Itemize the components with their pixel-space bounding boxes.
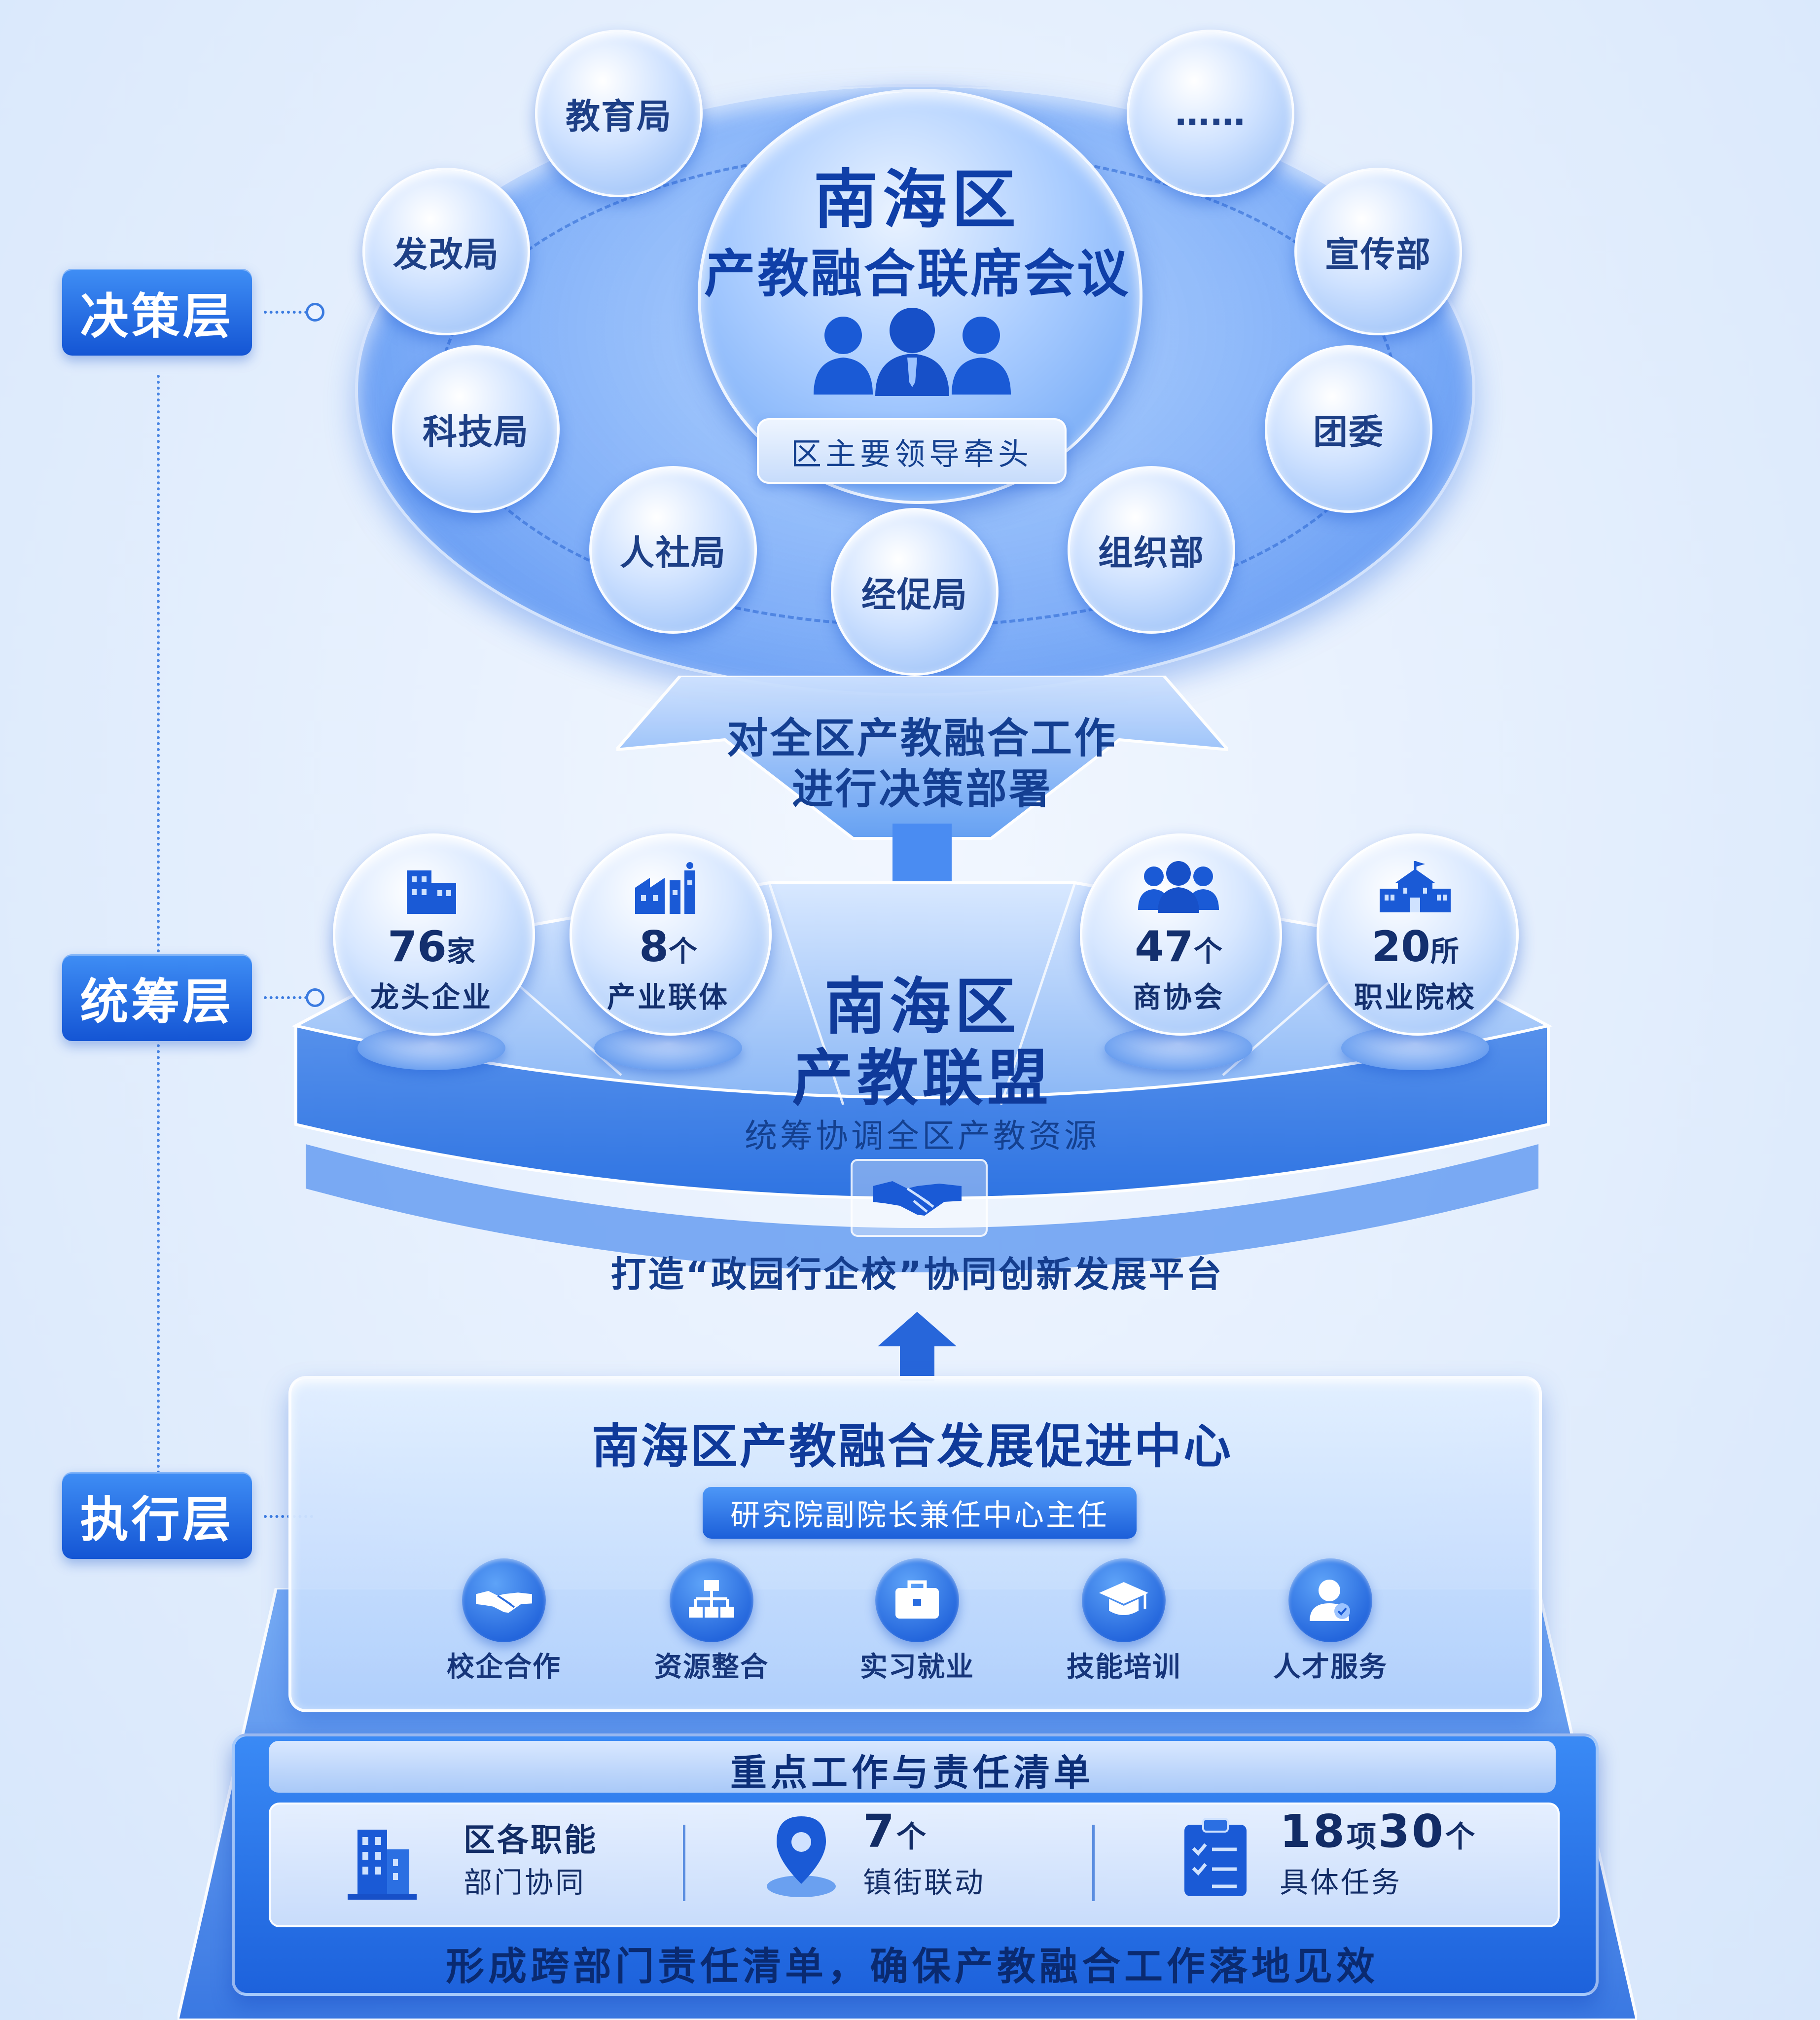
handshake-icon [476,1591,532,1613]
connector-ring [306,988,324,1007]
duty-title-strip [269,1741,1556,1793]
stat-schools-label: 职业院校 [1354,980,1476,1014]
duty-towns-number: 7个 [863,1805,928,1858]
duty-separator [683,1825,685,1901]
building-icon [407,870,456,914]
execution-center-title: 南海区产教融合发展促进中心 [592,1419,1233,1474]
user-service-icon [1310,1580,1350,1621]
func-label-school-enterprise: 校企合作 [447,1651,561,1683]
stat-bubble-industry-clusters [570,833,772,1036]
duty-tasks-number: 18项30个 [1280,1805,1477,1858]
func-icon-resource-integration [670,1558,753,1642]
duty-list-title: 重点工作与责任清单 [730,1752,1094,1794]
alliance-title-line1: 南海区 [824,972,1020,1043]
func-label-skill-training: 技能培训 [1067,1651,1181,1683]
dept-bubble-science-tech: 科技局 [392,345,560,513]
func-icon-internship [875,1558,959,1642]
connector-dots [264,311,313,317]
funnel-text-line1: 对全区产教融合工作 [726,714,1117,762]
dept-bubble-publicity: 宣传部 [1294,168,1462,335]
stat-enterprises-number: 76家 [388,922,475,972]
school-icon [1380,861,1451,912]
duty-separator [1092,1825,1095,1901]
handshake-icon [873,1181,962,1216]
center-director-label: 研究院副院长兼任中心主任 [703,1487,1137,1539]
duty-depts-line1: 区各职能 [464,1822,598,1859]
func-label-internship: 实习就业 [860,1651,974,1683]
dept-bubble-human-resources: 人社局 [589,466,757,634]
stat-bubble-enterprises [333,833,535,1036]
lead-label: 区主要领导牵头 [757,418,1067,484]
layer-tag-coordination: 统筹层 [62,954,252,1041]
graduation-cap-icon [1099,1582,1148,1615]
meeting-title-line1: 南海区 [813,162,1021,237]
platform-slogan: 打造“政园行企校”协同创新发展平台 [610,1254,1224,1295]
factory-icon [635,862,695,914]
execution-center-panel [288,1376,1542,1712]
people-icon [1138,861,1219,913]
up-arrow-icon [878,1312,957,1381]
dept-bubble-more: …… [1127,30,1294,197]
dept-bubble-development-reform: 发改局 [362,168,530,335]
connector-dots [264,996,313,1002]
duty-depts-line2: 部门协同 [464,1866,586,1899]
layer-tag-decision: 决策层 [62,269,252,356]
func-icon-school-enterprise [462,1558,546,1642]
briefcase-icon [895,1580,939,1619]
layer-tag-execution: 执行层 [62,1472,252,1559]
stat-schools-number: 20所 [1371,922,1459,972]
people-group-icon [814,308,1011,396]
checklist-icon [1184,1818,1247,1896]
alliance-title-line2: 产教联盟 [791,1043,1052,1114]
alliance-subtitle: 统筹协调全区产教资源 [745,1117,1100,1155]
funnel-text-line2: 进行决策部署 [791,765,1052,813]
stat-clusters-label: 产业联体 [607,980,729,1014]
func-icon-skill-training [1082,1558,1166,1642]
connector-ring [306,303,324,322]
stat-enterprises-label: 龙头企业 [370,980,493,1014]
dept-bubble-education: 教育局 [535,30,703,197]
dept-bubble-organization: 组织部 [1068,466,1235,634]
location-pin-icon [767,1816,836,1897]
duty-tasks-label: 具体任务 [1280,1866,1402,1899]
duty-summary: 形成跨部门责任清单，确保产教融合工作落地见效 [445,1945,1379,1989]
meeting-title-line2: 产教融合联席会议 [704,244,1130,304]
dept-bubble-economic-promotion: 经促局 [831,508,999,676]
stat-clusters-number: 8个 [639,922,697,972]
func-label-talent-service: 人才服务 [1273,1651,1388,1683]
stat-bubble-vocational-schools [1317,833,1519,1036]
stat-associations-number: 47个 [1135,922,1222,972]
dept-bubble-youth-league: 团委 [1265,345,1432,513]
func-label-resource-integration: 资源整合 [654,1651,769,1683]
layer-connector-line [157,375,160,1475]
duty-items-panel [269,1803,1560,1927]
duty-towns-label: 镇街联动 [863,1866,986,1899]
func-icon-talent-service [1288,1558,1372,1642]
stat-associations-label: 商协会 [1132,980,1224,1014]
office-building-icon [348,1830,417,1900]
hierarchy-icon [689,1580,734,1618]
